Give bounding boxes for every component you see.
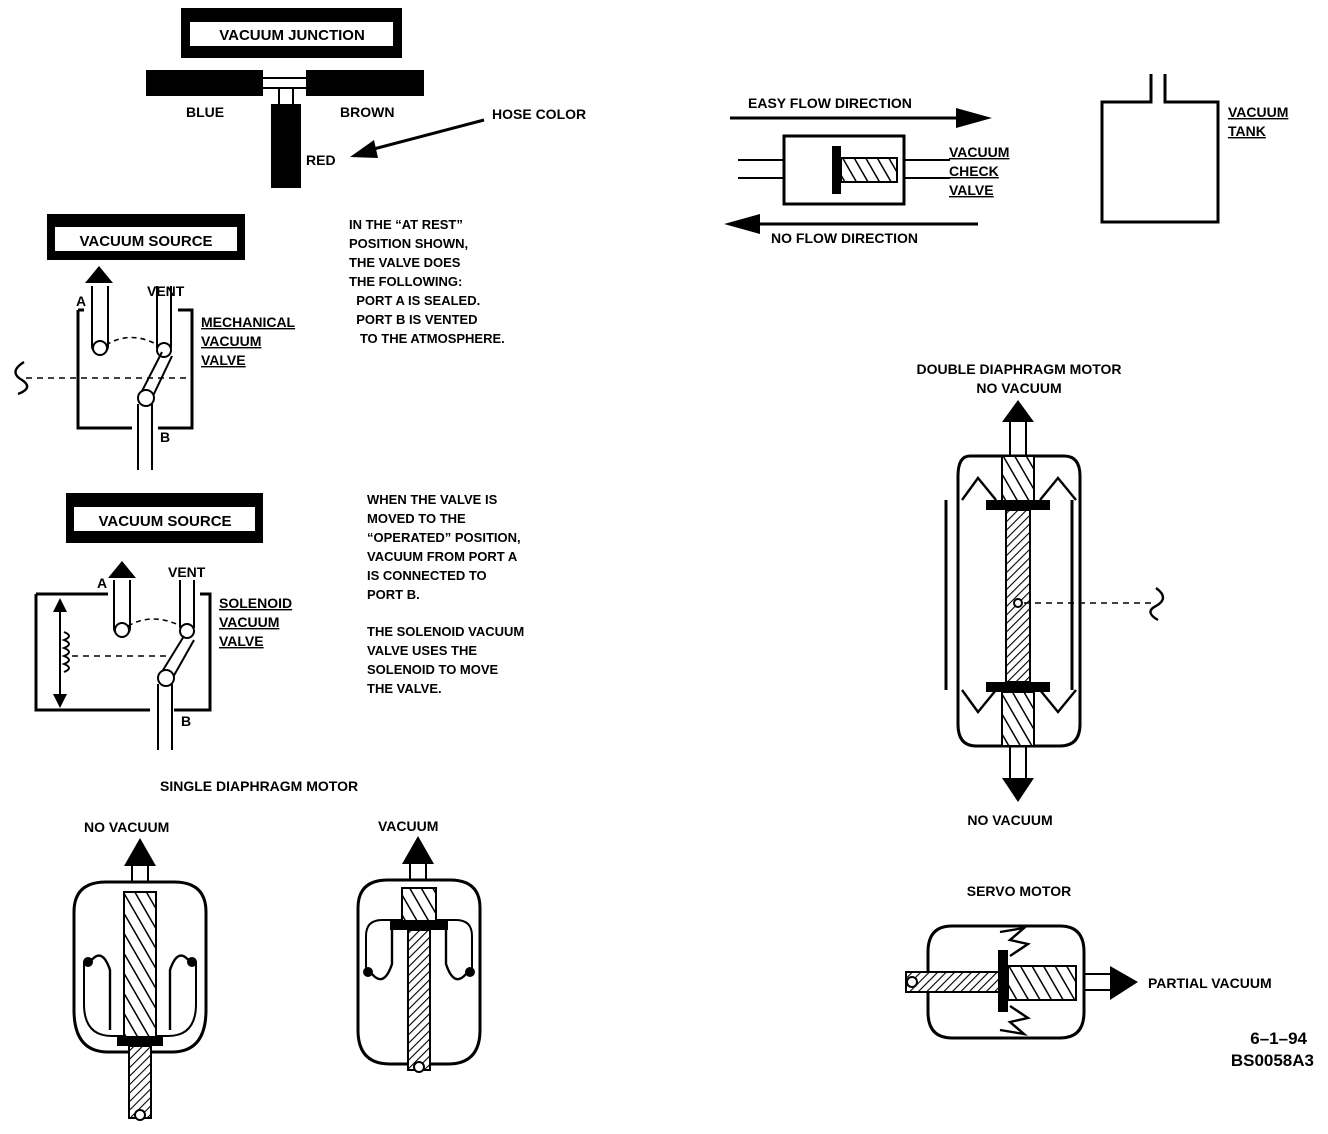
servo-motor-title: SERVO MOTOR: [967, 883, 1072, 899]
operated-line-4: VACUUM FROM PORT A: [367, 549, 518, 564]
vacuum-source-title-2: VACUUM SOURCE: [98, 513, 231, 530]
double-spring-bottom: [1001, 691, 1035, 747]
partial-vacuum-label: PARTIAL VACUUM: [1148, 975, 1272, 991]
easy-flow-arrow: [956, 108, 992, 128]
double-no-vacuum-bottom: NO VACUUM: [967, 812, 1052, 828]
at-rest-line-6: PORT B IS VENTED: [349, 312, 478, 327]
check-valve-disc: [832, 146, 841, 194]
vacuum-tank-line-1: VACUUM: [1228, 104, 1288, 120]
check-valve-line-1: VACUUM: [949, 144, 1009, 160]
figure-code: BS0058A3: [1231, 1051, 1314, 1070]
hose-color-label: HOSE COLOR: [492, 106, 586, 122]
at-rest-line-1: IN THE “AT REST”: [349, 217, 463, 232]
port-b-label-1: B: [160, 429, 170, 445]
date-code: 6–1–94: [1250, 1029, 1307, 1048]
solenoid-vacuum-valve: VACUUM SOURCE A VENT B SOLENOID VACUUM V…: [34, 493, 292, 750]
solenoid-note-line-3: SOLENOID TO MOVE: [367, 662, 499, 677]
single-spring-compressed: [401, 887, 437, 923]
vent-label-2: VENT: [168, 564, 206, 580]
at-rest-line-3: THE VALVE DOES: [349, 255, 461, 270]
single-diaphragm-title: SINGLE DIAPHRAGM MOTOR: [160, 778, 358, 794]
single-no-vacuum-label: NO VACUUM: [84, 819, 169, 835]
operated-note: WHEN THE VALVE IS MOVED TO THE “OPERATED…: [367, 492, 524, 696]
blue-label: BLUE: [186, 104, 224, 120]
servo-spring: [1007, 965, 1077, 1001]
double-spring-top: [1001, 455, 1035, 503]
port-a-label-1: A: [76, 293, 86, 309]
operated-line-6: PORT B.: [367, 587, 420, 602]
at-rest-line-4: THE FOLLOWING:: [349, 274, 462, 289]
brown-hose: [306, 70, 424, 96]
brown-label: BROWN: [340, 104, 394, 120]
single-rod-retracted: [407, 929, 431, 1071]
blue-hose: [146, 70, 263, 96]
vacuum-tank-line-2: TANK: [1228, 123, 1266, 139]
partial-vacuum-arrow: [1110, 966, 1138, 1000]
vacuum-junction-title: VACUUM JUNCTION: [219, 27, 365, 44]
vent-label-1: VENT: [147, 283, 185, 299]
at-rest-line-5: PORT A IS SEALED.: [349, 293, 480, 308]
no-flow-label: NO FLOW DIRECTION: [771, 230, 918, 246]
single-vacuum-label: VACUUM: [378, 818, 438, 834]
red-hose: [271, 104, 301, 188]
single-diaphragm-vacuum: VACUUM: [356, 818, 482, 1073]
vacuum-source-title-1: VACUUM SOURCE: [79, 233, 212, 250]
double-diaphragm-motor: DOUBLE DIAPHRAGM MOTOR NO VACUUM NO VACU…: [916, 361, 1165, 828]
solenoid-note-line-4: THE VALVE.: [367, 681, 442, 696]
solenoid-valve-line-3: VALVE: [219, 633, 264, 649]
double-rod: [1005, 509, 1031, 683]
vacuum-check-valve: EASY FLOW DIRECTION NO FLOW DIRECTION VA…: [724, 95, 1009, 246]
solenoid-valve-line-2: VACUUM: [219, 614, 279, 630]
check-valve-line-3: VALVE: [949, 182, 994, 198]
mechanical-valve-line-2: VACUUM: [201, 333, 261, 349]
servo-motor: SERVO MOTOR PARTIAL VACUUM: [905, 883, 1272, 1040]
solenoid-note-line-2: VALVE USES THE: [367, 643, 477, 658]
at-rest-note: IN THE “AT REST” POSITION SHOWN, THE VAL…: [349, 217, 505, 346]
vacuum-tank: VACUUM TANK: [1100, 74, 1288, 224]
port-a-label-2: A: [97, 575, 107, 591]
mechanical-valve-line-3: VALVE: [201, 352, 246, 368]
red-label: RED: [306, 152, 336, 168]
easy-flow-label: EASY FLOW DIRECTION: [748, 95, 912, 111]
single-diaphragm-no-vacuum: NO VACUUM: [72, 819, 208, 1121]
single-spring-extended: [123, 891, 157, 1039]
mechanical-vacuum-valve: VACUUM SOURCE A VENT B MECHANICAL VACUUM…: [14, 214, 296, 470]
solenoid-valve-line-1: SOLENOID: [219, 595, 292, 611]
operated-line-5: IS CONNECTED TO: [367, 568, 487, 583]
check-valve-spring: [840, 157, 898, 183]
servo-rod: [905, 971, 1001, 993]
double-diaphragm-title: DOUBLE DIAPHRAGM MOTOR: [916, 361, 1121, 377]
vacuum-junction: VACUUM JUNCTION BLUE BROWN RED HOSE COLO…: [146, 8, 586, 188]
no-flow-arrow: [724, 214, 760, 234]
vacuum-tank-body: [1100, 74, 1220, 224]
operated-line-1: WHEN THE VALVE IS: [367, 492, 498, 507]
double-diaphragm-subtitle: NO VACUUM: [976, 380, 1061, 396]
solenoid-coil: [61, 631, 70, 673]
solenoid-note-line-1: THE SOLENOID VACUUM: [367, 624, 524, 639]
operated-line-3: “OPERATED” POSITION,: [367, 530, 521, 545]
mechanical-valve-line-1: MECHANICAL: [201, 314, 296, 330]
operated-line-2: MOVED TO THE: [367, 511, 466, 526]
at-rest-line-7: TO THE ATMOSPHERE.: [349, 331, 505, 346]
port-b-label-2: B: [181, 713, 191, 729]
check-valve-line-2: CHECK: [949, 163, 999, 179]
single-rod-extended: [128, 1045, 152, 1119]
hose-color-arrow: [369, 118, 485, 152]
at-rest-line-2: POSITION SHOWN,: [349, 236, 468, 251]
